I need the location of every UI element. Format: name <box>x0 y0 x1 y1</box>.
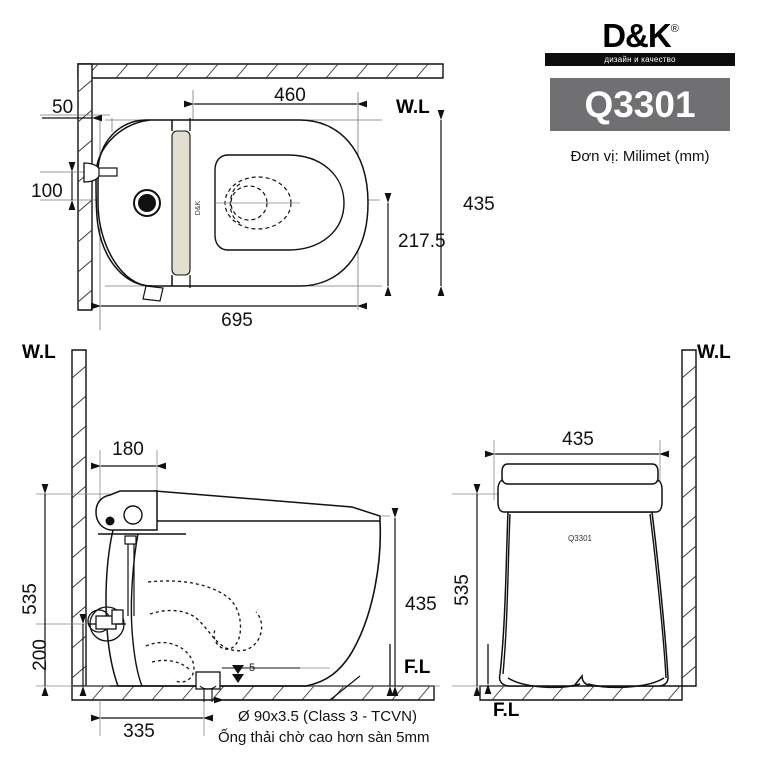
dim-side-bowl-height: 435 <box>391 508 437 696</box>
svg-text:50: 50 <box>52 97 73 118</box>
plan-flush-button[interactable] <box>133 189 161 217</box>
front-view: Q3301 435 535 W.L F.L <box>452 342 731 721</box>
side-supply-tube <box>124 535 137 616</box>
svg-text:5: 5 <box>249 662 255 674</box>
front-bowl-body <box>498 511 669 687</box>
model-badge: Q3301 <box>550 78 730 131</box>
plan-tank-end <box>95 119 153 287</box>
plan-drain-nub <box>142 285 164 302</box>
title-block: D&K® дизайн и качество Q3301 Đơn vị: Mil… <box>520 14 760 165</box>
dim-side-total-height: 535 <box>20 484 49 696</box>
brand-bar: дизайн и качество <box>545 53 735 66</box>
side-seat-lid <box>121 490 381 522</box>
note-pipe-spec: Ø 90x3.5 (Class 3 - TCVN) <box>238 708 417 725</box>
side-outlet-pipe <box>195 671 221 702</box>
svg-text:695: 695 <box>221 310 253 331</box>
front-model-label: Q3301 <box>568 534 593 543</box>
side-trapway-dashed <box>145 580 263 683</box>
note-pipe-height: Ống thải chờ cao hơn sàn 5mm <box>218 728 429 746</box>
front-wall <box>681 349 697 687</box>
svg-text:435: 435 <box>405 594 437 615</box>
side-bowl-body <box>105 520 382 687</box>
dim-side-seat-front-offset: 180 <box>91 439 166 470</box>
plan-seat-ring <box>214 154 345 251</box>
brand-subtitle: дизайн и качество <box>601 54 679 65</box>
dim-plan-wall-offset: 50 <box>42 97 102 122</box>
dim-plan-seat-back-offset: 460 <box>184 85 367 108</box>
side-view: 5 180 535 435 200 <box>20 342 440 746</box>
brand-name: D&K® <box>545 14 735 52</box>
side-water-inlet <box>87 606 126 642</box>
dim-front-width: 435 <box>485 429 669 458</box>
side-button-large-icon[interactable] <box>123 505 143 525</box>
dim-side-outlet-offset: 335 <box>91 714 213 742</box>
plan-view: D&K <box>31 63 495 331</box>
brand-logo: D&K® дизайн и качество <box>545 14 735 66</box>
svg-text:335: 335 <box>123 721 155 742</box>
svg-text:460: 460 <box>274 85 306 106</box>
svg-text:535: 535 <box>452 574 473 606</box>
plan-top-wall <box>77 63 444 79</box>
registered-trademark-icon: ® <box>670 23 679 35</box>
front-seat-ring <box>497 479 663 513</box>
svg-text:180: 180 <box>112 439 144 460</box>
svg-text:435: 435 <box>562 429 594 450</box>
front-lid-band <box>501 463 659 485</box>
dim-side-outlet-rise: 5 <box>222 662 300 683</box>
side-control-housing <box>95 490 158 531</box>
label-fl-side: F.L <box>404 657 431 678</box>
front-floor <box>479 685 683 701</box>
svg-text:200: 200 <box>30 639 51 671</box>
model-number: Q3301 <box>584 84 696 125</box>
svg-text:100: 100 <box>31 181 63 202</box>
dim-plan-bowl-half-width: 217.5 <box>384 193 446 296</box>
label-fl-front-group: F.L <box>484 644 520 721</box>
dim-plan-inlet-height: 100 <box>31 162 76 210</box>
dim-front-height: 535 <box>452 484 481 696</box>
svg-text:535: 535 <box>20 583 41 615</box>
side-button-small-icon[interactable] <box>105 516 115 526</box>
unit-note: Đơn vị: Milimet (mm) <box>570 148 710 165</box>
plan-water-inlet <box>83 162 118 183</box>
dim-plan-overall-depth: 435 <box>437 110 495 296</box>
label-wl-side: W.L <box>22 342 56 363</box>
label-wl-plan: W.L <box>396 97 430 118</box>
side-wall <box>71 349 87 687</box>
side-floor <box>71 685 435 701</box>
plan-left-wall <box>77 63 93 311</box>
plan-brand-label: D&K <box>195 200 202 215</box>
pipe-spec-leader <box>214 675 361 704</box>
dim-plan-overall-length: 695 <box>91 302 367 331</box>
svg-text:217.5: 217.5 <box>398 231 446 252</box>
label-wl-front: W.L <box>697 342 731 363</box>
dim-side-inlet-height: 200 <box>30 614 87 696</box>
plan-brand-panel <box>171 118 191 288</box>
label-fl-side-group: F.L <box>386 644 431 696</box>
brand-text: D&K <box>602 17 671 54</box>
svg-text:435: 435 <box>463 194 495 215</box>
label-fl-front: F.L <box>493 700 520 721</box>
